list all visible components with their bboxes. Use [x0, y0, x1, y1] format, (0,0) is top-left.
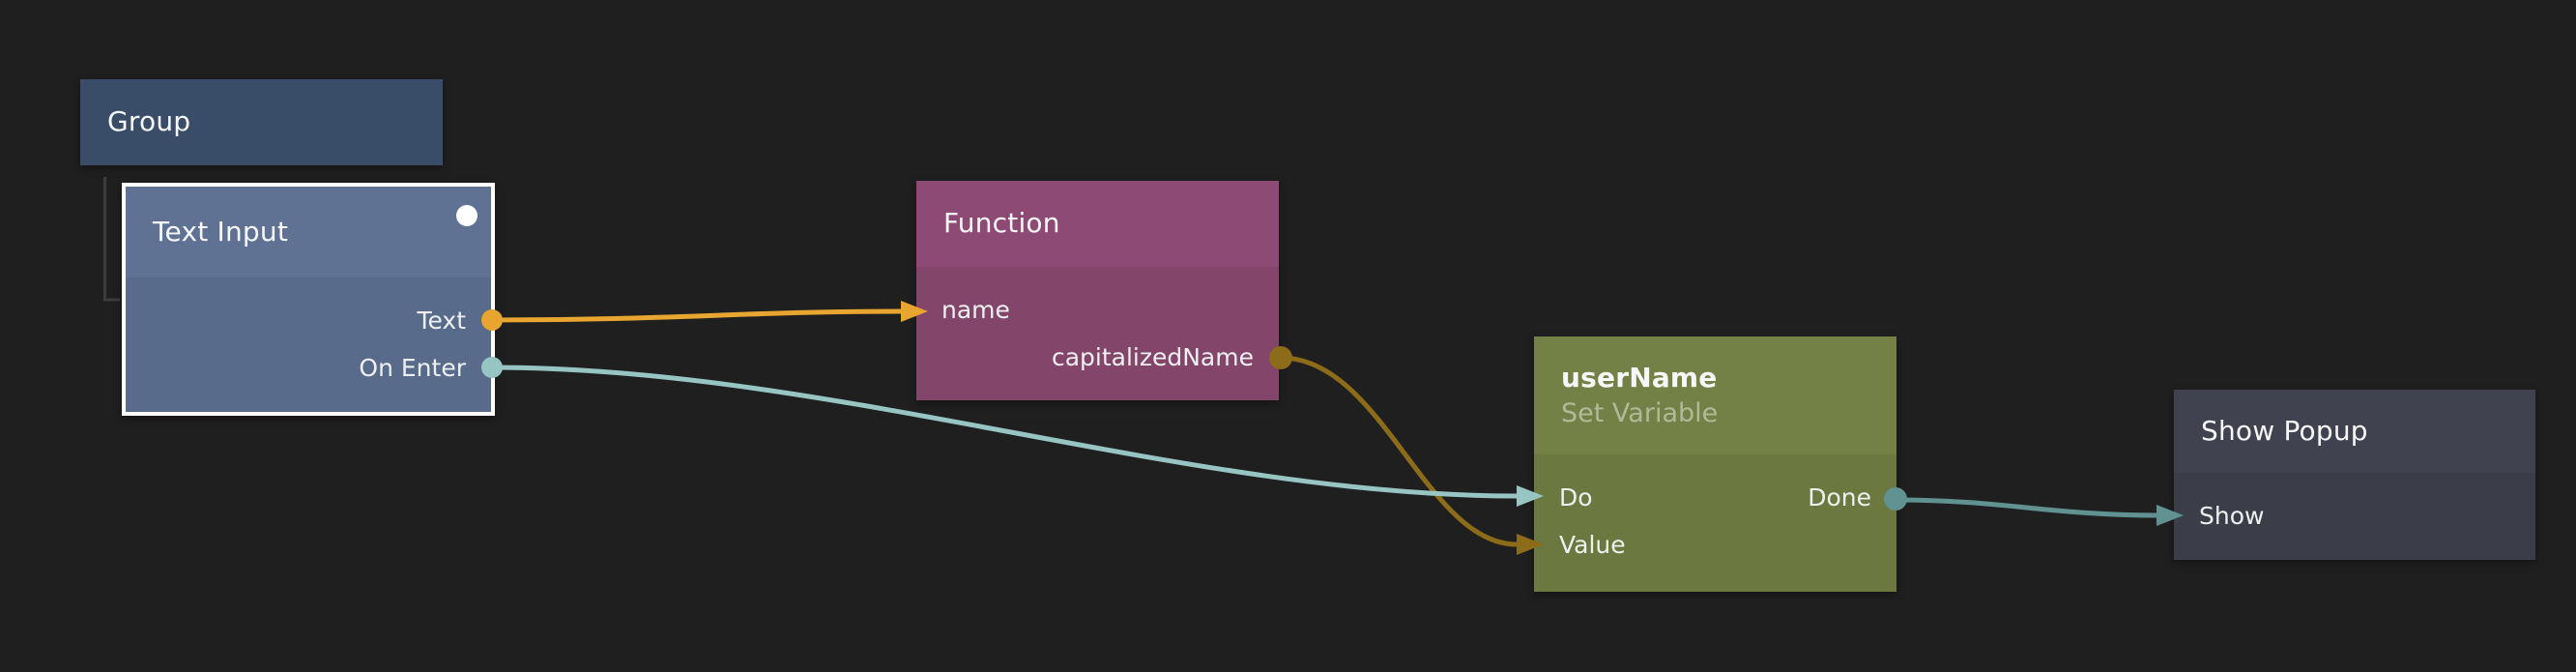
port-text[interactable]: Text: [126, 297, 491, 344]
node-body: Do Done Value: [1534, 454, 1896, 592]
node-body: Text On Enter: [126, 278, 491, 412]
status-dot-icon: [456, 205, 478, 226]
port-done: Done: [1808, 483, 1871, 511]
port-row-do-done[interactable]: Do Done: [1534, 474, 1896, 521]
node-title: Group: [107, 105, 191, 138]
node-function[interactable]: Function name capitalizedName: [916, 181, 1279, 400]
port-capitalizedname[interactable]: capitalizedName: [916, 334, 1279, 381]
node-title: Text Input: [153, 215, 289, 248]
node-username-set-variable[interactable]: userName Set Variable Do Done Value: [1534, 336, 1896, 592]
node-body: Show: [2174, 473, 2535, 560]
node-title: Function: [943, 207, 1060, 240]
port-on-enter[interactable]: On Enter: [126, 344, 491, 392]
node-body: name capitalizedName: [916, 267, 1279, 400]
hierarchy-line: [103, 177, 120, 302]
node-subtitle: Set Variable: [1561, 397, 1719, 428]
port-name[interactable]: name: [916, 286, 1279, 334]
port-label: Value: [1559, 531, 1626, 559]
node-show-popup[interactable]: Show Popup Show: [2174, 390, 2535, 560]
node-title: userName: [1561, 362, 1718, 394]
port-label: Text: [417, 307, 466, 335]
node-text-input[interactable]: Text Input Text On Enter: [122, 183, 495, 416]
node-header: Group: [80, 79, 443, 165]
port-value[interactable]: Value: [1534, 521, 1896, 569]
node-header: Function: [916, 181, 1279, 267]
port-label: On Enter: [359, 354, 466, 382]
node-group[interactable]: Group: [80, 79, 443, 165]
node-header: Text Input: [126, 187, 491, 278]
node-title: Show Popup: [2201, 414, 2368, 447]
port-label: name: [941, 296, 1010, 324]
port-do: Do: [1559, 483, 1593, 511]
port-show[interactable]: Show: [2174, 492, 2535, 540]
node-header: userName Set Variable: [1534, 336, 1896, 454]
port-label: Show: [2199, 502, 2265, 530]
port-label: capitalizedName: [1051, 343, 1254, 371]
node-header: Show Popup: [2174, 390, 2535, 473]
